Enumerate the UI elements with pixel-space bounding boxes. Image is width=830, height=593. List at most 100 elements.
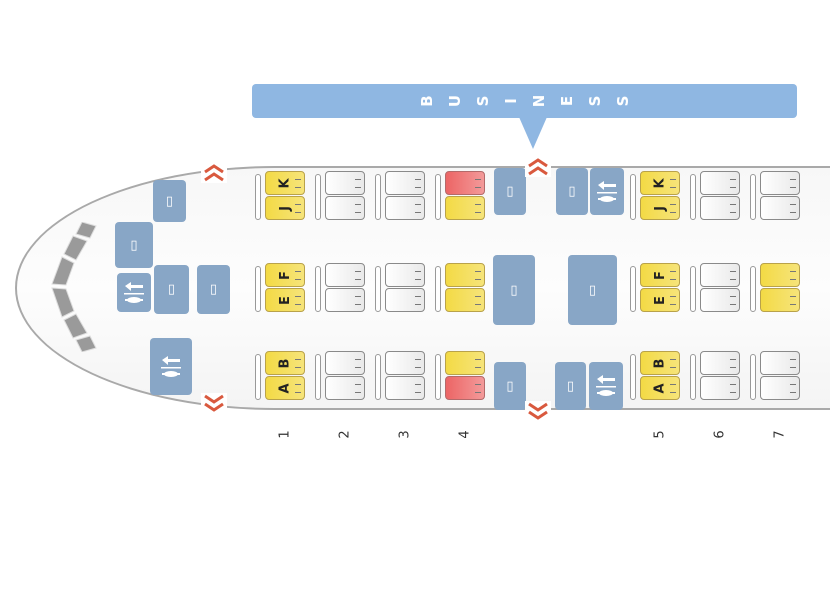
seat-yellow[interactable]: A [265, 376, 305, 400]
row-number: 5 [652, 430, 668, 439]
banner-letter: E [557, 95, 576, 107]
seat-pair [690, 262, 742, 314]
galley-icon[interactable]: ▯ [556, 168, 588, 215]
galley-icon[interactable]: ▯ [568, 255, 617, 325]
seat-pair [435, 350, 487, 402]
galley-icon[interactable]: ▯ [555, 362, 586, 410]
seat-letter: B [652, 358, 668, 368]
armrest [630, 174, 636, 220]
seat-white[interactable] [700, 376, 740, 400]
seat-white[interactable] [385, 196, 425, 220]
seat-white[interactable] [385, 288, 425, 312]
seat-letter: F [277, 270, 293, 280]
seat-white[interactable] [700, 263, 740, 287]
seat-yellow[interactable] [760, 288, 800, 312]
banner-letter: I [501, 98, 520, 104]
exit-chevron-icon [201, 163, 227, 183]
seat-white[interactable] [325, 263, 365, 287]
seat-letter: J [652, 205, 668, 211]
seat-white[interactable] [760, 171, 800, 195]
seat-yellow[interactable]: F [265, 263, 305, 287]
seat-red[interactable] [445, 171, 485, 195]
galley-icon[interactable]: ▯ [493, 255, 535, 325]
armrest [375, 354, 381, 400]
seat-yellow[interactable]: E [265, 288, 305, 312]
banner-pointer [519, 117, 547, 149]
row-number: 7 [772, 430, 788, 439]
seat-pair [750, 262, 802, 314]
seat-letter: E [277, 295, 293, 305]
seat-white[interactable] [385, 376, 425, 400]
cockpit-windows-icon [51, 222, 97, 352]
seat-white[interactable] [700, 171, 740, 195]
armrest [750, 354, 756, 400]
lavatory-icon[interactable] [150, 338, 192, 395]
seat-yellow[interactable] [445, 288, 485, 312]
seat-white[interactable] [760, 351, 800, 375]
banner-letter: U [445, 94, 464, 108]
galley-icon[interactable]: ▯ [494, 168, 526, 215]
seat-red[interactable] [445, 376, 485, 400]
armrest [375, 174, 381, 220]
seat-yellow[interactable]: F [640, 263, 680, 287]
armrest [255, 354, 261, 400]
seat-white[interactable] [700, 288, 740, 312]
seat-yellow[interactable] [445, 351, 485, 375]
seat-white[interactable] [325, 351, 365, 375]
seat-yellow[interactable]: K [265, 171, 305, 195]
galley-icon[interactable]: ▯ [197, 265, 230, 314]
row-number: 1 [277, 430, 293, 439]
seat-pair [435, 262, 487, 314]
seat-yellow[interactable] [445, 196, 485, 220]
exit-chevron-icon [201, 393, 227, 413]
lavatory-icon[interactable] [590, 168, 624, 215]
seat-white[interactable] [385, 171, 425, 195]
seat-pair [375, 262, 427, 314]
seat-white[interactable] [760, 376, 800, 400]
seat-yellow[interactable] [445, 263, 485, 287]
seat-pair [750, 170, 802, 222]
armrest [690, 354, 696, 400]
seat-white[interactable] [700, 351, 740, 375]
galley-icon[interactable]: ▯ [115, 222, 153, 268]
seat-yellow[interactable]: J [640, 196, 680, 220]
armrest [375, 266, 381, 312]
seat-yellow[interactable]: B [265, 351, 305, 375]
row-number: 2 [337, 430, 353, 439]
banner-letter: S [585, 95, 604, 107]
armrest [435, 174, 441, 220]
row-number: 6 [712, 430, 728, 439]
seat-yellow[interactable]: E [640, 288, 680, 312]
seat-pair [690, 170, 742, 222]
seat-yellow[interactable]: K [640, 171, 680, 195]
seat-yellow[interactable]: B [640, 351, 680, 375]
seat-yellow[interactable]: A [640, 376, 680, 400]
galley-icon[interactable]: ▯ [494, 362, 526, 410]
seat-white[interactable] [325, 288, 365, 312]
armrest [690, 174, 696, 220]
seat-white[interactable] [325, 171, 365, 195]
galley-icon[interactable]: ▯ [153, 180, 186, 222]
seat-white[interactable] [385, 351, 425, 375]
lavatory-icon[interactable] [589, 362, 623, 410]
seat-yellow[interactable] [760, 263, 800, 287]
seat-white[interactable] [385, 263, 425, 287]
armrest [255, 266, 261, 312]
banner-letter: B [417, 95, 436, 107]
seat-pair [315, 350, 367, 402]
armrest [630, 354, 636, 400]
lavatory-icon[interactable] [117, 273, 151, 312]
galley-icon[interactable]: ▯ [154, 265, 189, 314]
seat-white[interactable] [325, 196, 365, 220]
seat-white[interactable] [325, 376, 365, 400]
seat-white[interactable] [700, 196, 740, 220]
seat-white[interactable] [760, 196, 800, 220]
armrest [435, 266, 441, 312]
seat-yellow[interactable]: J [265, 196, 305, 220]
seat-letter: A [277, 382, 293, 394]
